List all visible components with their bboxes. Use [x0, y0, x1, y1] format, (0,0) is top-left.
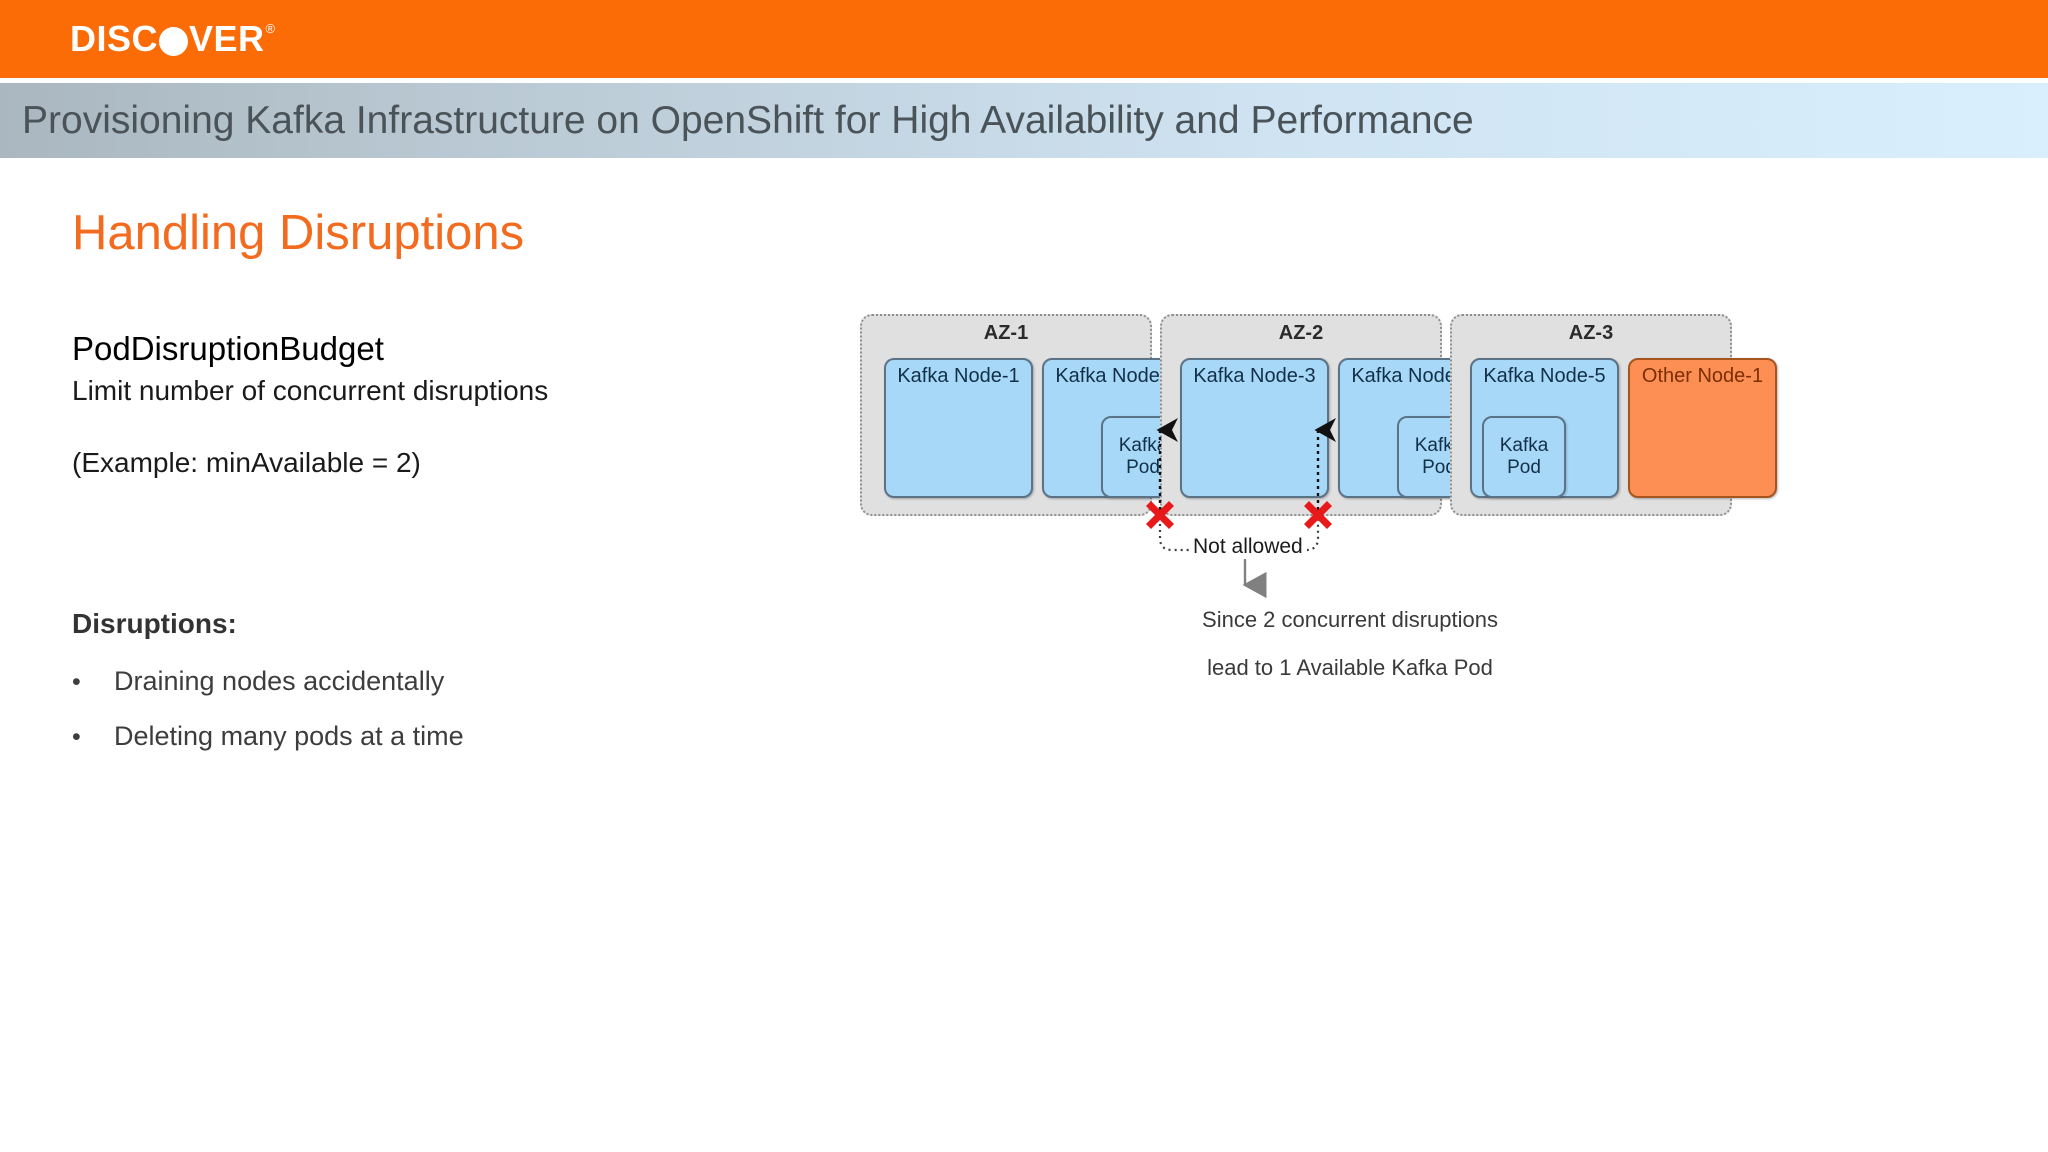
list-item-label: Deleting many pods at a time [114, 721, 464, 751]
list-item-label: Draining nodes accidentally [114, 666, 445, 696]
deck-title-bar: Provisioning Kafka Infrastructure on Ope… [0, 83, 2048, 158]
pdb-subtitle: Limit number of concurrent disruptions [72, 375, 549, 406]
node-label: Kafka Node-3 [1193, 365, 1316, 387]
node-box-kafka-node-5: Kafka Node-5 Kafka Pod [1470, 358, 1619, 498]
discover-logo: DISC VER ® [70, 17, 276, 61]
node-label: Kafka Node-5 [1483, 365, 1606, 387]
error-x-icon-az3 [1304, 501, 1332, 529]
pod-label-line1: Kafka [1499, 434, 1549, 456]
pod-label-line2: Pod [1507, 457, 1541, 478]
availability-zone-diagram: AZ-1 Kafka Node-1 Kafka Node-2 Kafka Pod… [860, 300, 2040, 1000]
bullet-icon: • [72, 668, 81, 696]
diagram-caption: Since 2 concurrent disruptions lead to 1… [1040, 607, 1660, 703]
az-zone-3: AZ-3 Kafka Node-5 Kafka Pod Other Node-1 [1450, 314, 1777, 516]
error-x-icon-az2 [1146, 501, 1174, 529]
node-label: Kafka Node-2 [1055, 365, 1178, 387]
bullet-icon: • [72, 723, 81, 751]
kafka-pod-box: Kafka Pod [1482, 416, 1566, 498]
disruptions-heading: Disruptions: [72, 608, 237, 639]
logo-text-first: DISC [70, 18, 159, 59]
pdb-example: (Example: minAvailable = 2) [72, 447, 421, 478]
node-label: Kafka Node-4 [1351, 365, 1474, 387]
pod-label-line1: Kafka [1118, 434, 1168, 456]
az-zone-label: AZ-1 [983, 322, 1029, 344]
registered-trademark-icon: ® [265, 20, 276, 36]
not-allowed-label: Not allowed [1189, 535, 1307, 559]
disruptions-bullet-list: • Draining nodes accidentally • Deleting… [72, 666, 692, 776]
caption-line-2: lead to 1 Available Kafka Pod [1207, 655, 1493, 680]
not-allowed-bracket [1158, 512, 1320, 552]
page-title: Handling Disruptions [72, 206, 525, 260]
node-label: Other Node-1 [1641, 365, 1764, 387]
discover-circle-icon [159, 26, 189, 56]
az-zone-label: AZ-3 [1568, 322, 1614, 344]
brand-header-bar: DISC VER ® [0, 0, 2048, 78]
pod-label-line2: Pod [1422, 457, 1456, 478]
az-zone-label: AZ-2 [1278, 322, 1324, 344]
pod-label-line2: Pod [1126, 457, 1160, 478]
az-zone-1: AZ-1 Kafka Node-1 Kafka Node-2 Kafka Pod [860, 314, 1191, 516]
deck-title: Provisioning Kafka Infrastructure on Ope… [22, 98, 1474, 142]
az-zone-2: AZ-2 Kafka Node-3 Kafka Node-4 Kafka Pod [1160, 314, 1487, 516]
list-item: • Draining nodes accidentally [72, 666, 692, 697]
caption-line-1: Since 2 concurrent disruptions [1202, 607, 1498, 632]
node-box-other-node-1: Other Node-1 [1628, 358, 1777, 498]
list-item: • Deleting many pods at a time [72, 721, 692, 752]
diagram-connectors [1146, 418, 1336, 599]
pdb-title: PodDisruptionBudget [72, 330, 384, 367]
node-label: Kafka Node-1 [897, 365, 1020, 387]
node-box-kafka-node-3: Kafka Node-3 [1180, 358, 1329, 498]
logo-text-second: VER [189, 18, 265, 59]
node-box-kafka-node-1: Kafka Node-1 [884, 358, 1033, 498]
